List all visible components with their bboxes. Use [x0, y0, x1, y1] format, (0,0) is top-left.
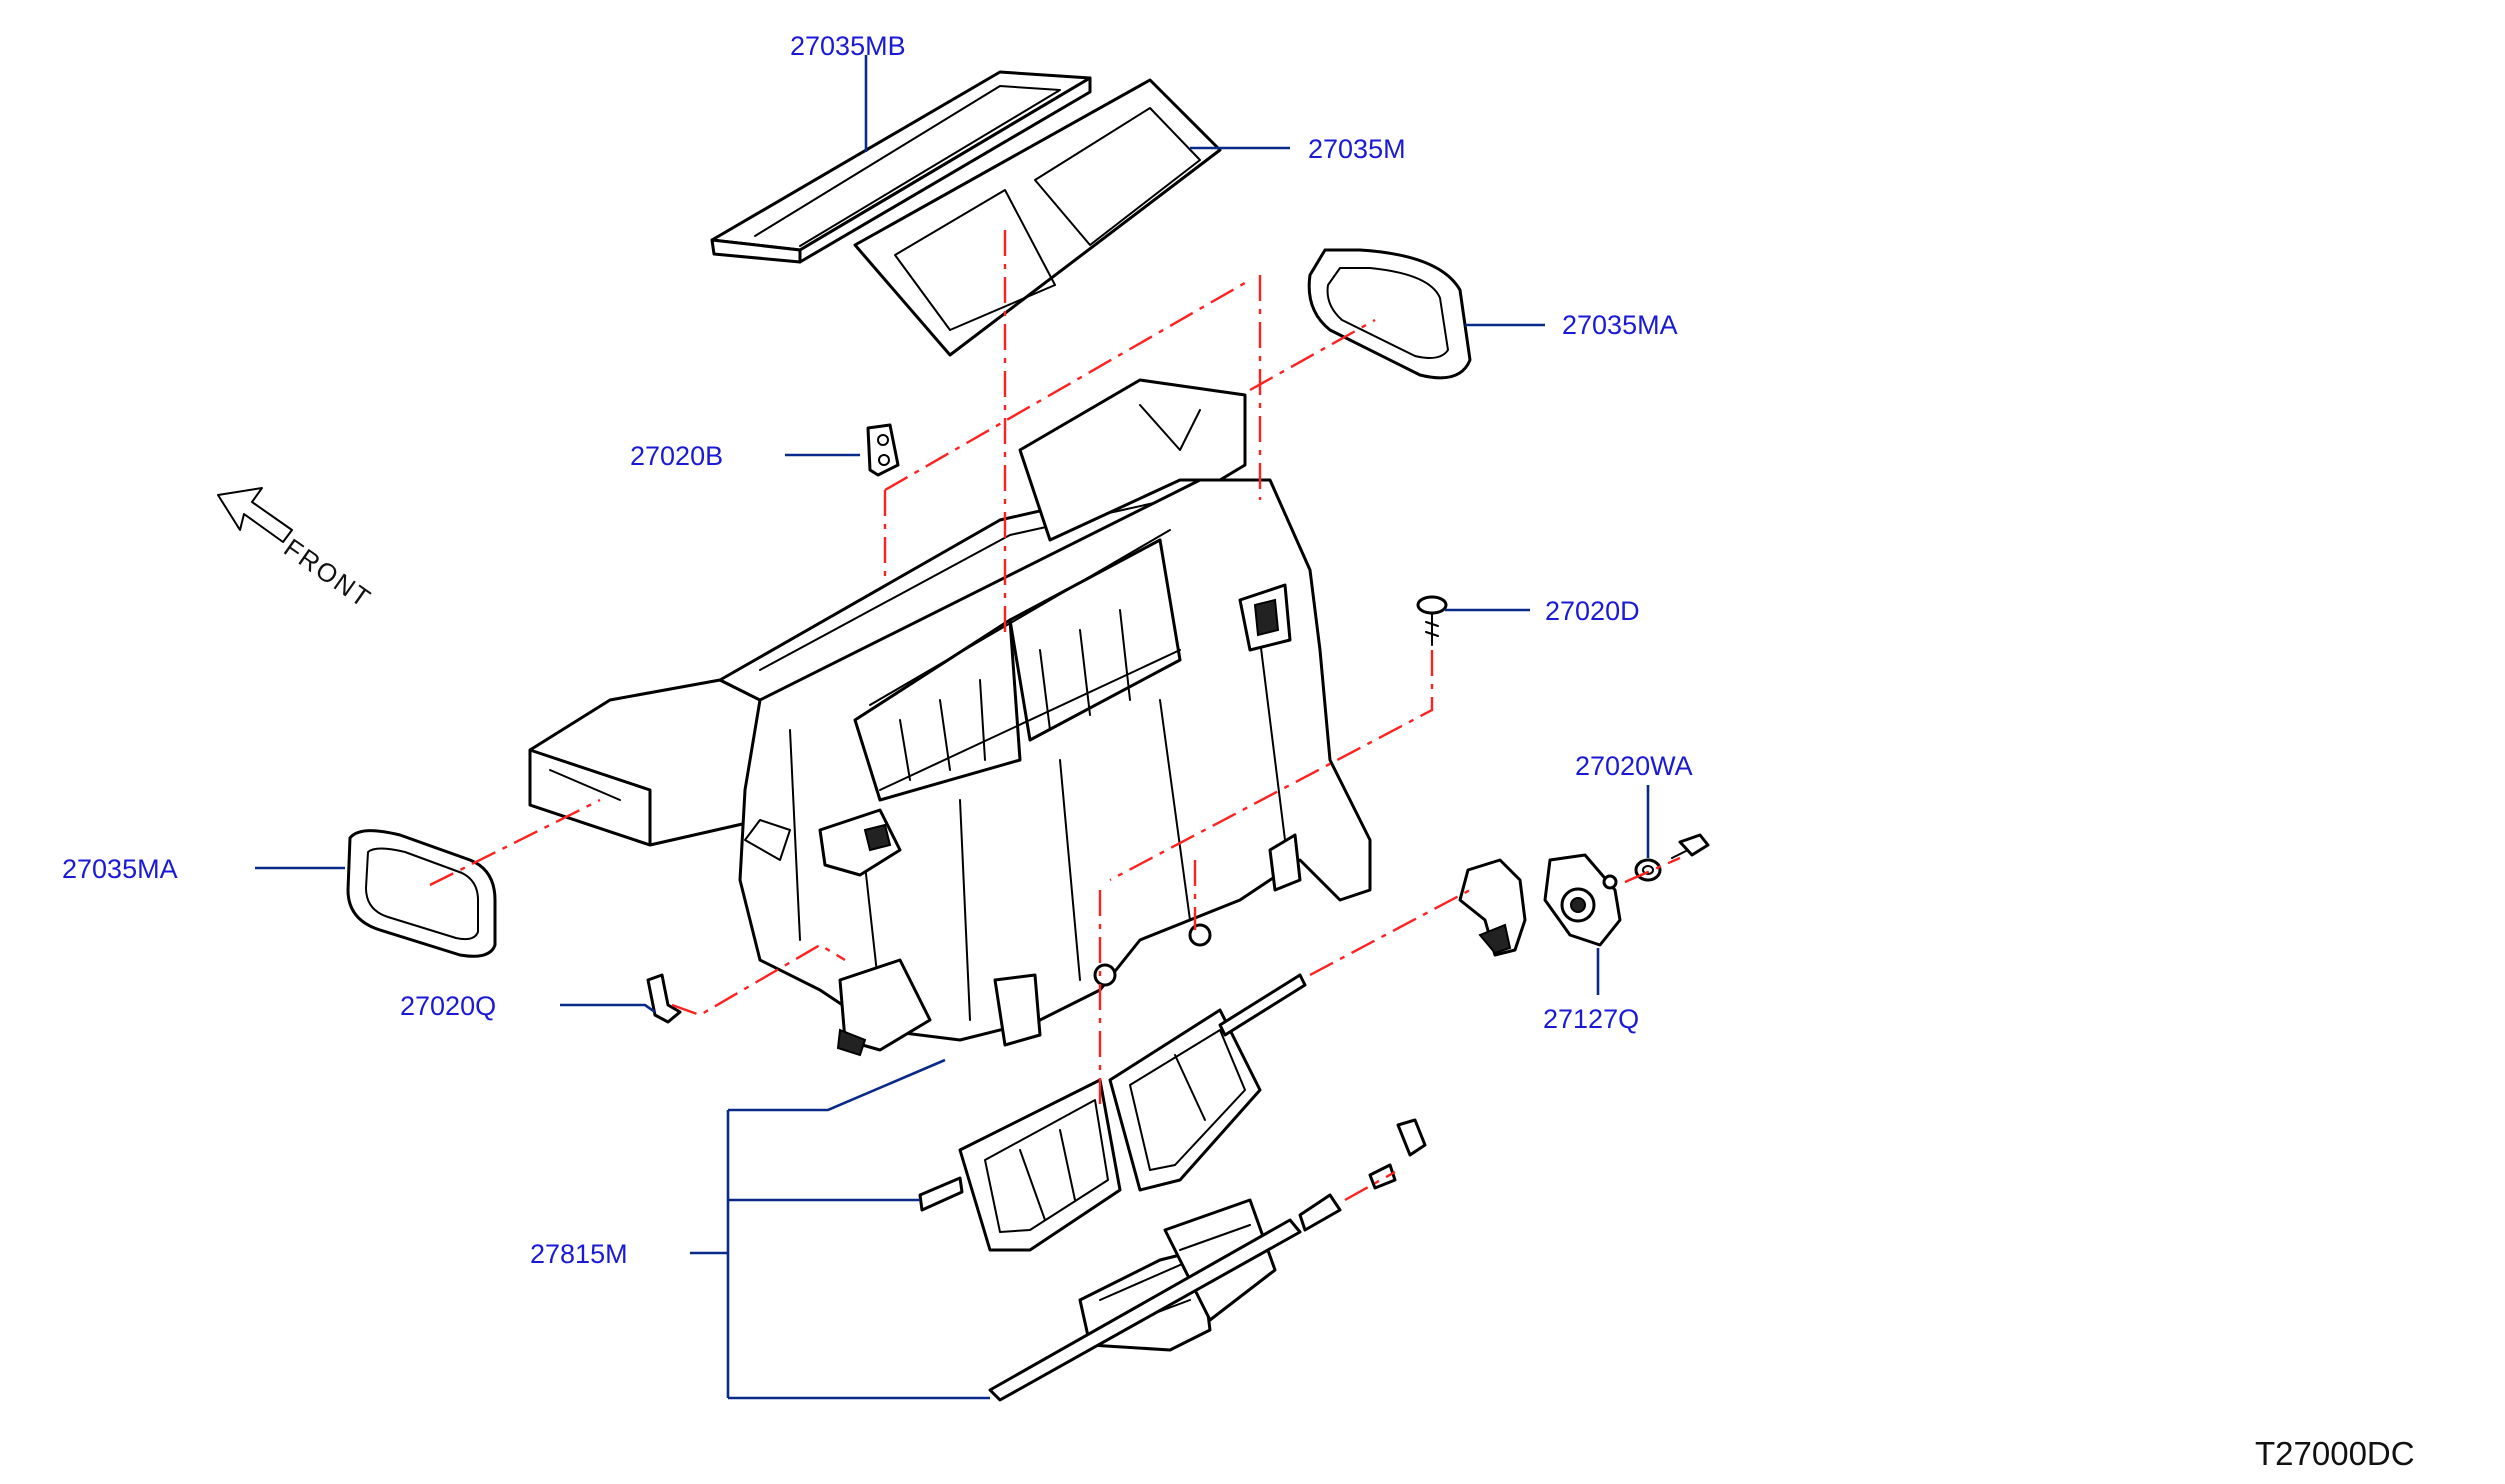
label-27035ma-top: 27035MA: [1562, 310, 1678, 340]
front-label: FRONT: [279, 532, 378, 614]
label-27127q: 27127Q: [1543, 1004, 1639, 1034]
label-27020b: 27020B: [630, 441, 723, 471]
screw-27020wa: [1671, 833, 1710, 859]
filter-cover-27035mb: [710, 70, 1092, 264]
label-27020q: 27020Q: [400, 991, 496, 1021]
cooling-unit-case: [528, 378, 1372, 1057]
clip-27020q: [646, 973, 682, 1024]
clip-27020b: [866, 423, 900, 477]
diagram-code: T27000DC: [2255, 1435, 2415, 1472]
door-assembly-27815m: [918, 973, 1427, 1402]
washer-27020wa: [1634, 858, 1662, 882]
filter-frame-27035m: [853, 78, 1222, 357]
phantom-lines: [429, 230, 1681, 1202]
front-arrow-icon: [217, 487, 293, 543]
leader-lines: [255, 55, 1650, 1400]
front-indicator: FRONT: [217, 487, 378, 614]
label-27020wa: 27020WA: [1575, 751, 1693, 781]
screw-27020d: [1416, 595, 1448, 646]
label-27815m: 27815M: [530, 1239, 628, 1269]
label-27035ma-left: 27035MA: [62, 854, 178, 884]
label-27020d: 27020D: [1545, 596, 1640, 626]
callout-labels: 27035MB 27035M 27035MA 27020B 27020D 270…: [62, 31, 1693, 1269]
seal-27035ma-top: [1307, 248, 1472, 380]
label-27035mb: 27035MB: [790, 31, 906, 61]
seal-27035ma-left: [346, 829, 497, 958]
actuator-link-27127q: [1458, 853, 1622, 957]
label-27035m: 27035M: [1308, 134, 1406, 164]
